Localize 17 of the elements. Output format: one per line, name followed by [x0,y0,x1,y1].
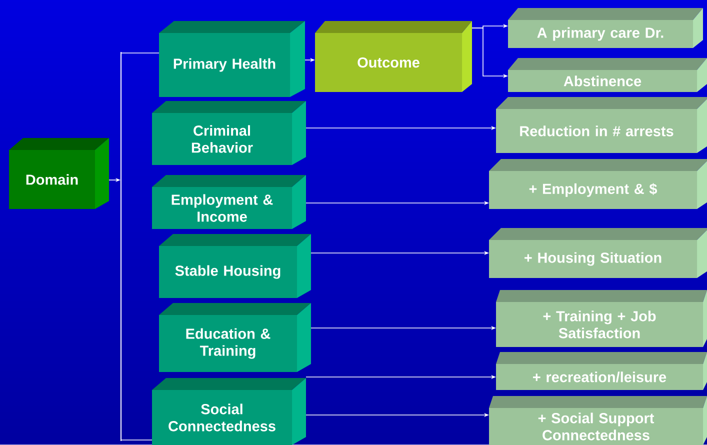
category-box: Stable Housing [159,234,311,298]
category-box: Employment & Income [152,175,306,229]
category-box: Primary Health [159,21,305,97]
result-box: Abstinence [508,58,707,92]
result-box: + recreation/leisure [496,352,707,390]
result-box: + Housing Situation [489,228,707,278]
result-box: A primary care Dr. [508,8,703,48]
result-box: Reduction in # arrests [496,97,707,153]
connector-line [121,52,160,54]
category-box: Social Connectedness [152,378,306,445]
outcome-box: Outcome [315,21,472,92]
result-box: + Social Support Connectedness [489,396,707,445]
category-box: Criminal Behavior [152,101,306,165]
category-box: Education & Training [159,303,311,372]
result-box: + Training + Job Satisfaction [496,290,707,347]
result-box: + Employment & $ [489,159,707,209]
domain-box: Domain [9,138,109,209]
